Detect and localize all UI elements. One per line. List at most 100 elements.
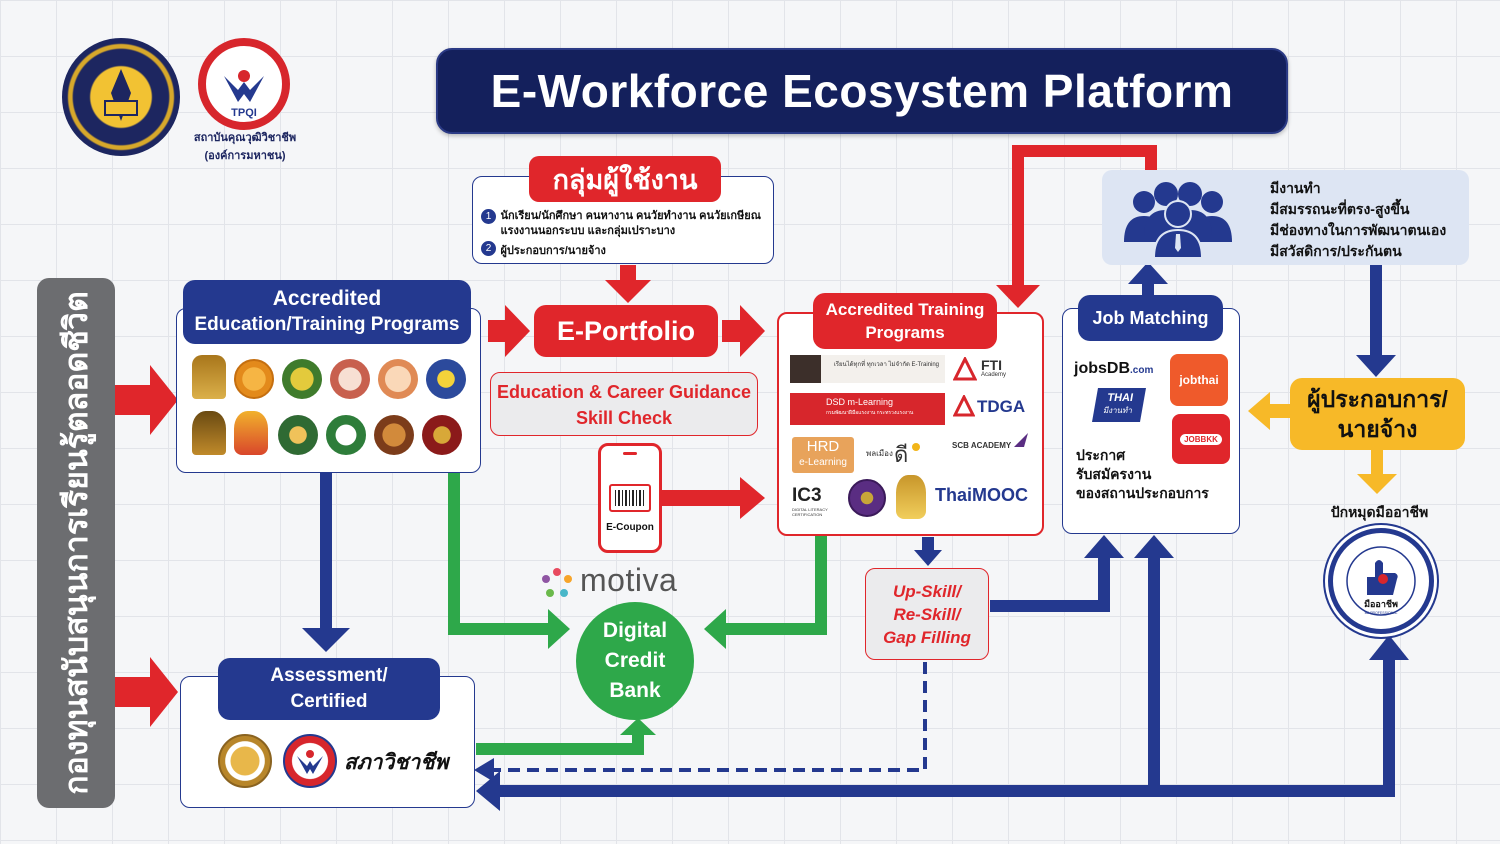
dsd-banner: DSD m-Learning กรมพัฒนาฝีมือแรงงาน กระทร…	[790, 393, 945, 425]
upskill-box: Up-Skill/ Re-Skill/ Gap Filling	[865, 568, 989, 660]
university-logo-2	[234, 359, 274, 399]
university-logo-6	[426, 359, 466, 399]
employer-line2: นายจ้าง	[1337, 416, 1418, 442]
accredited-edu-title-2: Education/Training Programs	[194, 314, 460, 335]
pl-text2: ดี	[894, 442, 909, 467]
credit-bank-line3: Bank	[609, 679, 661, 702]
thai-text: THAI	[1106, 392, 1135, 404]
thai-mee-ngan-tham-logo: THAI มีงานทำ	[1092, 388, 1146, 422]
page-title: E-Workforce Ecosystem Platform	[436, 48, 1288, 134]
ministry-seal-logo	[896, 475, 926, 519]
outcome-2: มีสมรรถนะที่ตรง-สูงขึ้น	[1270, 201, 1410, 217]
arrow-employer-to-badge	[1357, 450, 1397, 494]
university-logos	[192, 355, 468, 465]
num-badge-2: 2	[481, 241, 496, 256]
dsd-sub: กรมพัฒนาฝีมือแรงงาน กระทรวงแรงงาน	[826, 410, 914, 416]
employer-line1: ผู้ประกอบการ/	[1307, 386, 1448, 412]
phone-speaker	[623, 452, 637, 455]
university-logo-3	[282, 359, 322, 399]
university-logo-1	[192, 355, 226, 399]
scb-text: SCB ACADEMY	[952, 441, 1012, 450]
announce-line2: รับสมัครงาน	[1076, 466, 1152, 482]
arrow-outcomes-to-employer	[1356, 265, 1396, 377]
banner-arrow-bottom	[115, 657, 178, 727]
polmuangdee-logo: พลเมือง ดี	[866, 437, 926, 467]
org-name-line2: (องค์การมหาชน)	[204, 150, 286, 162]
training-logos: เรียนได้ทุกที่ ทุกเวลา ไม่จำกัด E-Traini…	[790, 355, 1035, 525]
scb-icon	[1014, 433, 1028, 447]
arrow-portfolio-to-training	[722, 305, 765, 357]
ic3-text: IC3	[792, 485, 822, 506]
outcomes-box: มีงานทำ มีสมรรถนะที่ตรง-สูงขึ้น มีช่องทา…	[1102, 170, 1469, 265]
announce-line3: ของสถานประกอบการ	[1076, 485, 1209, 501]
jobsdb-suffix: .com	[1130, 365, 1154, 376]
hrd-sub: e-Learning	[799, 457, 847, 468]
arrow-upskill-to-jobs	[990, 535, 1124, 612]
digital-credit-bank[interactable]: Digital Credit Bank	[576, 602, 694, 720]
lifelong-fund-banner: กองทุนสนับสนุนการเรียนรู้ตลอดชีวิต	[37, 278, 115, 808]
ecoupon-phone[interactable]: E-Coupon	[598, 443, 662, 553]
hrd-logo: HRD e-Learning	[792, 437, 854, 473]
people-group-icon	[1124, 182, 1232, 259]
accredited-training-title: Accredited Training Programs	[813, 293, 997, 349]
guidance-box: Education & Career Guidance Skill Check	[490, 372, 758, 436]
user-group-item-1: 1 นักเรียน/นักศึกษา คนหางาน คนวัยทำงาน ค…	[481, 209, 771, 239]
jobsdb-logo: jobsDB.com	[1074, 360, 1153, 378]
fti-sub: Academy	[981, 372, 1007, 378]
university-logo-11	[374, 415, 414, 455]
fti-text: FTI	[981, 357, 1002, 373]
professional-council-text: สภาวิชาชีพ	[344, 751, 449, 774]
lifelong-fund-text: กองทุนสนับสนุนการเรียนรู้ตลอดชีวิต	[58, 291, 94, 795]
motiva-star-icon	[542, 568, 572, 597]
ic3-logo: IC3 DIGITAL LITERACY CERTIFICATION	[792, 485, 842, 517]
arrow-bottom-loop	[476, 535, 1409, 811]
arrow-jobs-to-people	[1128, 262, 1168, 298]
user-group-title: กลุ่มผู้ใช้งาน	[529, 156, 721, 202]
motiva-text: motiva	[580, 562, 678, 598]
pl-dot-icon	[912, 443, 920, 451]
jobsdb-text: jobsDB	[1074, 360, 1130, 377]
jobthai-logo: jobthai	[1170, 354, 1228, 406]
user-group-item-1-text2: แรงงานนอกระบบ และกลุ่มเปราะบาง	[500, 225, 676, 237]
arrow-edu-to-credit	[448, 470, 570, 649]
university-logo-10	[326, 415, 366, 455]
assessment-title: Assessment/ Certified	[218, 658, 440, 720]
tdga-text: TDGA	[977, 397, 1026, 416]
badge-sub-text: BE PROFESSIONAL	[1365, 611, 1398, 615]
outcome-3: มีช่องทางในการพัฒนาตนเอง	[1270, 222, 1447, 238]
university-logo-12	[422, 415, 462, 455]
jobbkk-logo: JOBBKK	[1172, 414, 1230, 464]
training-title-2: Programs	[865, 323, 945, 342]
user-group-item-2-text: ผู้ประกอบการ/นายจ้าง	[500, 245, 606, 257]
tpqi-logo-text: TPQI	[231, 107, 257, 119]
announce-line1: ประกาศ	[1076, 447, 1126, 463]
eportfolio-button[interactable]: E-Portfolio	[534, 305, 718, 357]
job-announcement: ประกาศ รับสมัครงาน ของสถานประกอบการ	[1076, 446, 1209, 503]
hrd-text: HRD	[806, 438, 840, 455]
arrow-people-to-training	[996, 145, 1157, 308]
user-group-item-1-text: นักเรียน/นักศึกษา คนหางาน คนวัยทำงาน คนว…	[500, 210, 761, 222]
training-title-1: Accredited Training	[825, 300, 985, 319]
outcome-list: มีงานทำ มีสมรรถนะที่ตรง-สูงขึ้น มีช่องทา…	[1270, 178, 1446, 262]
guidance-line2: Skill Check	[575, 408, 673, 428]
accredited-edu-title: Accredited Education/Training Programs	[183, 280, 471, 344]
dsd-seal-logo	[218, 734, 272, 788]
professional-badge: มืออาชีพ BE PROFESSIONAL	[1328, 528, 1434, 634]
arrow-training-to-upskill	[914, 537, 942, 566]
university-logo-7	[192, 411, 226, 455]
ic3-sub: DIGITAL LITERACY CERTIFICATION	[792, 507, 828, 517]
thai-sub: มีงานทำ	[1102, 406, 1134, 415]
credit-bank-line2: Credit	[604, 649, 666, 672]
arrow-assessment-to-credit	[476, 718, 656, 755]
user-group-item-2: 2 ผู้ประกอบการ/นายจ้าง	[481, 241, 771, 259]
credit-bank-line1: Digital	[602, 619, 668, 642]
arrow-users-to-portfolio	[605, 265, 651, 303]
arrow-edu-to-assessment	[302, 472, 350, 652]
outcome-1: มีงานทำ	[1270, 180, 1321, 196]
motiva-logo: motiva	[540, 562, 700, 602]
outcome-4: มีสวัสดิการ/ประกันตน	[1270, 243, 1402, 259]
fti-logo: FTI Academy	[952, 355, 1025, 383]
num-badge-1: 1	[481, 209, 496, 224]
accredited-edu-title-1: Accredited	[272, 287, 382, 310]
